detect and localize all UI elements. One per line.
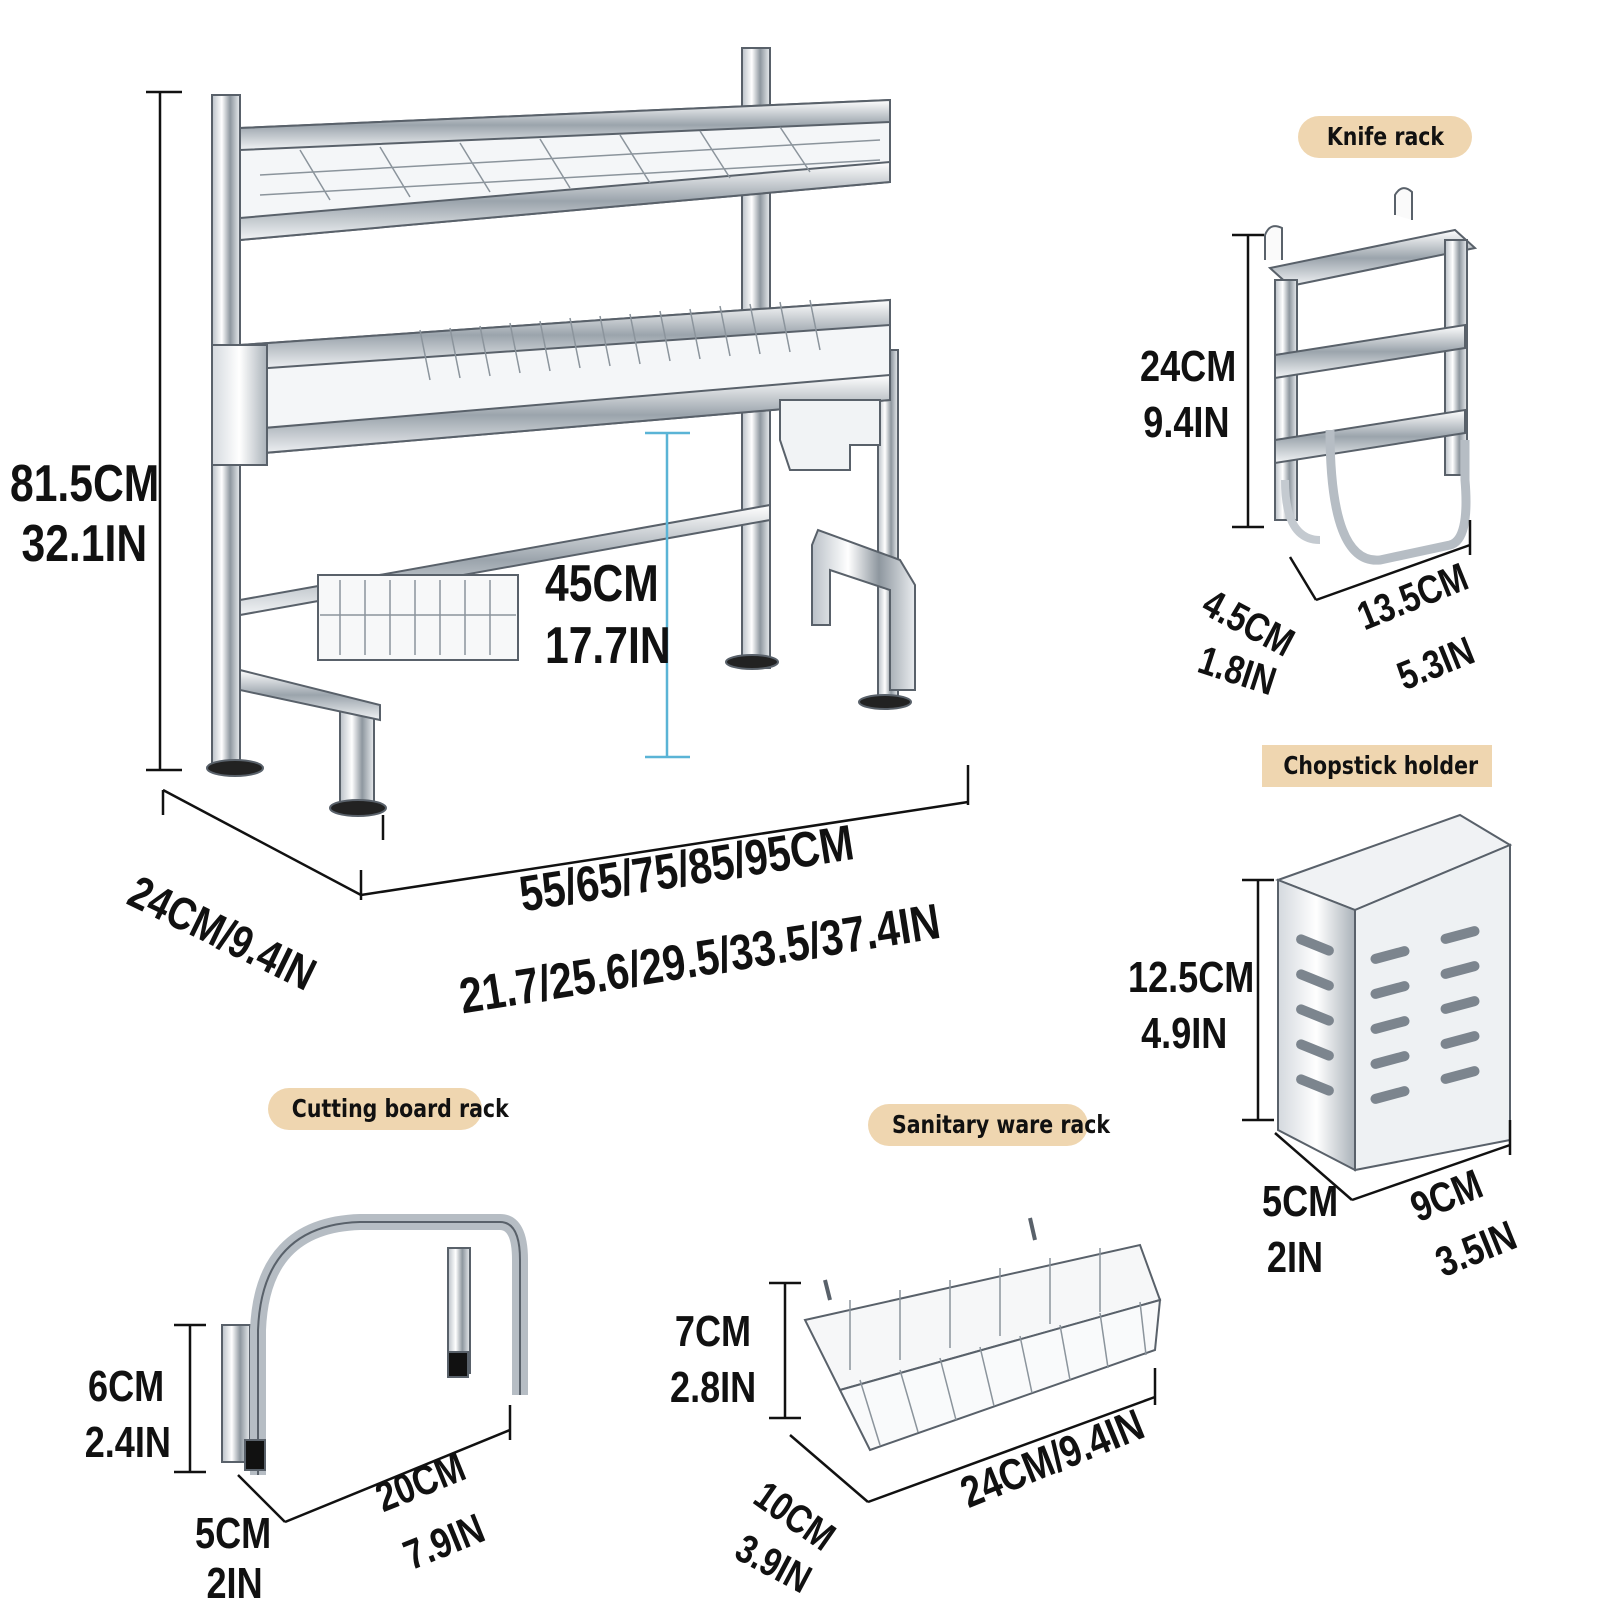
- sanitary-rack-height-label: 7CM 2.8IN: [670, 1307, 757, 1412]
- sanitary-ware-rack-illustration: [803, 1217, 1162, 1452]
- sanitary-ware-rack-title: Sanitary ware rack: [868, 1104, 1110, 1146]
- knife-rack-height-label: 24CM 9.4IN: [1140, 342, 1237, 447]
- chopstick-holder-illustration: [1275, 813, 1513, 1172]
- chopstick-holder-height-label: 12.5CM 4.9IN: [1128, 953, 1255, 1058]
- clearance-height-cm: 45CM: [545, 555, 659, 613]
- chopstick-holder-depth-label: 5CM 2IN: [1262, 1177, 1339, 1282]
- knife-rack-dimension-lines: [1232, 233, 1472, 602]
- main-rack-height-in: 32.1IN: [21, 515, 148, 573]
- knife-rack-illustration: [1264, 187, 1478, 565]
- main-rack-height-cm: 81.5CM: [10, 455, 160, 513]
- clearance-height-line: [645, 431, 690, 759]
- chopstick-holder-title: Chopstick holder: [1262, 745, 1492, 787]
- main-rack-height-label: 81.5CM 32.1IN: [10, 458, 159, 570]
- clearance-height-label: 45CM 17.7IN: [545, 558, 671, 672]
- sanitary-rack-dimension-lines: [769, 1281, 1157, 1504]
- main-dish-rack-illustration: [206, 47, 916, 817]
- knife-rack-title: Knife rack: [1298, 116, 1472, 158]
- cutting-board-rack-title: Cutting board rack: [268, 1088, 509, 1130]
- main-rack-dimension-lines: [146, 90, 970, 900]
- cutting-board-rack-depth-label: 5CM 2IN: [195, 1509, 272, 1608]
- cutting-board-rack-height-label: 6CM 2.4IN: [84, 1362, 171, 1467]
- clearance-height-in: 17.7IN: [545, 617, 671, 675]
- chopstick-holder-dimension-lines: [1242, 878, 1512, 1202]
- cutting-board-rack-dimension-lines: [174, 1323, 512, 1524]
- cutting-board-rack-illustration: [221, 1214, 528, 1475]
